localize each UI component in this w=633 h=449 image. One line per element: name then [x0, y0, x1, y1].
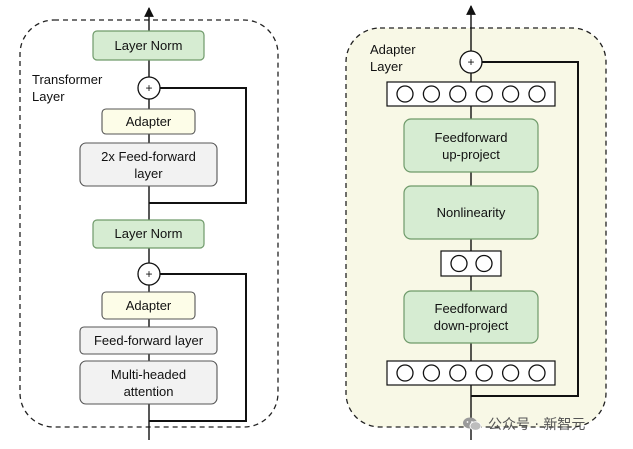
- attention-label-line2: attention: [124, 384, 174, 399]
- layer-norm-top-box: [92, 30, 205, 61]
- transformer-layer-label-2: Layer: [32, 89, 65, 104]
- watermark-text: 公众号 · 新智元: [488, 417, 586, 433]
- residual-connection-top: [149, 87, 247, 204]
- down-project-label-line1: Feedforward: [435, 301, 508, 316]
- feed-forward-label: Feed-forward layer: [94, 333, 204, 348]
- adapter-layer-label: Adapter: [370, 42, 416, 57]
- transformer-layer-label: Transformer: [32, 72, 103, 87]
- input-vector-unit: [449, 364, 467, 382]
- input-vector-unit: [475, 364, 493, 382]
- output-vector-unit: [528, 85, 546, 103]
- residual-add-top-circle: [137, 76, 161, 100]
- layer-norm-mid-box: [92, 219, 205, 249]
- adapter-residual-add-circle: [459, 50, 483, 74]
- adapter-bottom-box: [101, 291, 196, 320]
- transformer-layer-panel: Transformer Layer Layer Norm +: [19, 7, 279, 440]
- adapter-bottom-label: Adapter: [126, 298, 172, 313]
- output-vector-unit: [396, 85, 414, 103]
- input-vector-units: [396, 364, 546, 382]
- nonlinearity-label: Nonlinearity: [437, 205, 506, 220]
- residual-add-top-symbol: +: [145, 81, 152, 95]
- bottleneck-vector-units: [450, 254, 493, 273]
- nonlinearity-box: [403, 185, 539, 240]
- adapter-layer-label-2: Layer: [370, 59, 403, 74]
- input-vector-box: [386, 360, 556, 386]
- watermark: 公众号 · 新智元: [462, 413, 585, 435]
- layer-norm-top-label: Layer Norm: [115, 38, 183, 53]
- adapter-top-box: [101, 108, 196, 135]
- input-vector-unit: [422, 364, 441, 382]
- up-project-label-line1: Feedforward: [435, 130, 508, 145]
- up-project-label-line2: up-project: [442, 147, 500, 162]
- adapter-layer-panel: Adapter Layer + Feedforward up-project: [345, 5, 607, 440]
- bottleneck-unit: [475, 254, 493, 273]
- residual-connection-bottom: [149, 273, 247, 422]
- input-vector-unit: [396, 364, 414, 382]
- residual-add-bottom-symbol: +: [145, 267, 152, 281]
- feed-forward-2x-box: [79, 142, 218, 187]
- bottleneck-unit: [450, 254, 468, 273]
- output-vector-box: [386, 81, 556, 107]
- output-vector-unit: [449, 85, 467, 103]
- wechat-icon: [463, 417, 482, 431]
- multi-headed-attention-box: [79, 360, 218, 405]
- attention-label-line1: Multi-headed: [111, 367, 186, 382]
- adapter-residual-add-symbol: +: [467, 55, 474, 69]
- feed-forward-box: [79, 326, 218, 355]
- feed-forward-2x-label-line1: 2x Feed-forward: [101, 149, 196, 164]
- down-project-label-line2: down-project: [434, 318, 509, 333]
- up-project-box: [403, 118, 539, 173]
- feed-forward-2x-label-line2: layer: [134, 166, 163, 181]
- output-vector-units: [396, 85, 546, 103]
- adapter-residual-connection: [471, 61, 579, 397]
- input-vector-unit: [501, 364, 520, 382]
- residual-add-bottom-circle: [137, 262, 161, 286]
- layer-norm-mid-label: Layer Norm: [115, 226, 183, 241]
- down-project-box: [403, 290, 539, 344]
- output-vector-unit: [422, 85, 441, 103]
- adapter-top-label: Adapter: [126, 114, 172, 129]
- output-vector-unit: [475, 85, 493, 103]
- output-vector-unit: [501, 85, 520, 103]
- input-vector-unit: [528, 364, 546, 382]
